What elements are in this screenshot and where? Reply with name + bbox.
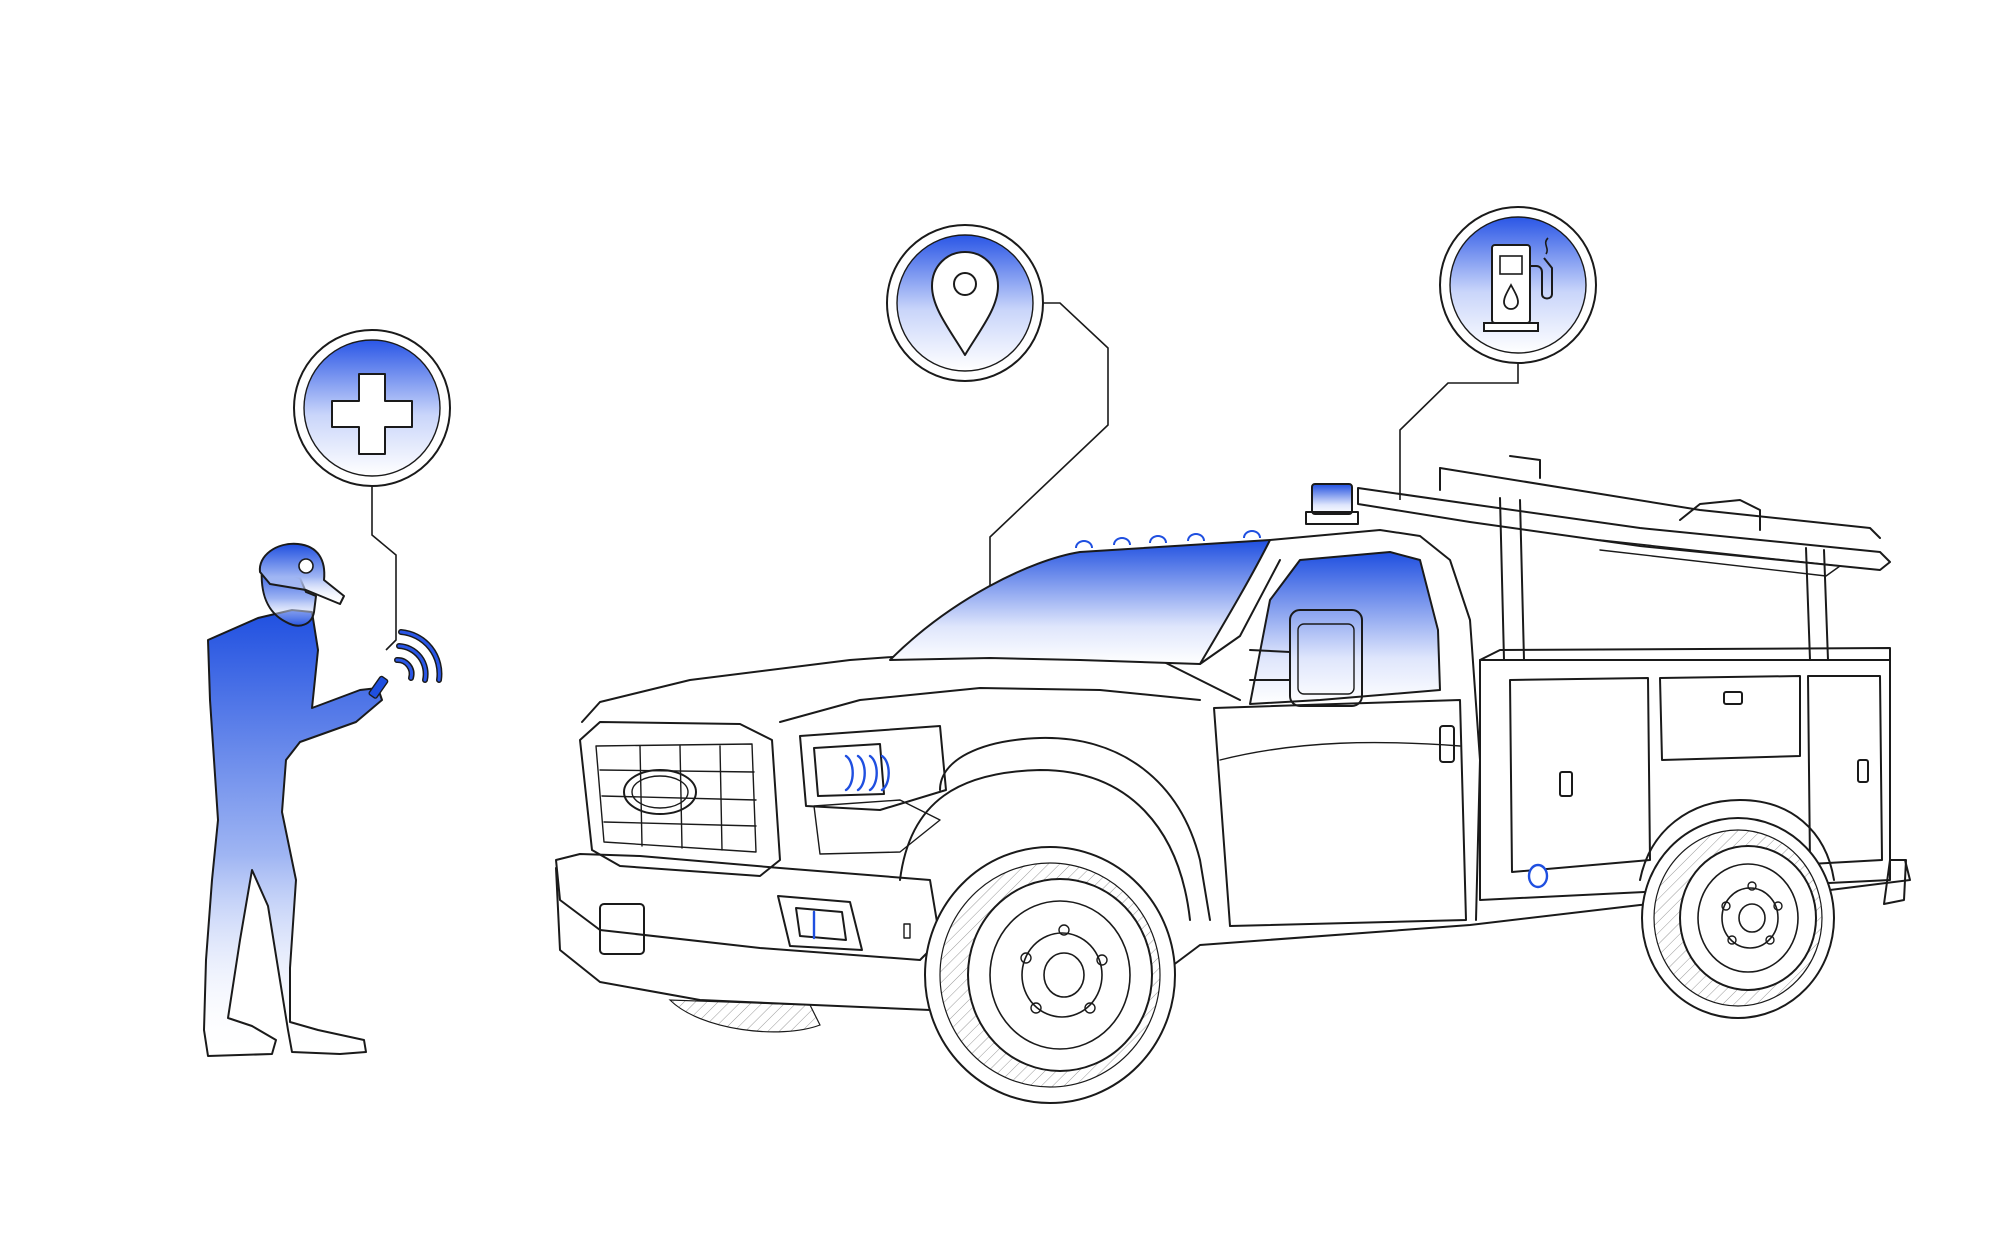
compartment-latch-1 xyxy=(1559,771,1573,797)
ladder-rack xyxy=(1357,455,1891,661)
brand-emblem xyxy=(623,769,697,815)
utility-truck xyxy=(555,455,1911,1104)
grille-bars-vertical xyxy=(639,745,723,851)
roof-beacon-base xyxy=(1305,511,1359,525)
compartment-door-2 xyxy=(1659,675,1801,761)
headlight-housing xyxy=(799,725,947,811)
connector-lines xyxy=(371,302,1519,651)
cap-logo xyxy=(298,558,314,574)
plus-icon xyxy=(331,373,413,455)
rear-wheel xyxy=(1641,817,1835,1019)
rear-wheel-arch xyxy=(1639,799,1835,881)
brand-emblem-inner xyxy=(631,775,689,809)
grille-bars-horizontal xyxy=(599,769,757,827)
connector-medical xyxy=(371,487,397,651)
mirror-arms xyxy=(1249,649,1291,681)
service-body-top xyxy=(1479,647,1891,661)
cab-door xyxy=(1213,699,1467,927)
rear-mud-flap xyxy=(1883,859,1907,905)
technician-cap xyxy=(258,542,345,605)
connector-location xyxy=(989,302,1109,590)
wireless-signal-icon xyxy=(394,629,443,683)
grille-frame xyxy=(579,721,781,877)
bumper-marker xyxy=(903,923,911,939)
phone-icon xyxy=(368,675,389,699)
roof-beacon xyxy=(1311,483,1353,515)
connector-fuel xyxy=(1399,362,1519,500)
hood-crease xyxy=(779,687,1201,723)
roof-marker-lights xyxy=(1075,530,1261,549)
front-bumper xyxy=(555,853,941,961)
fuel-cap xyxy=(1527,863,1549,889)
compartment-latch-2 xyxy=(1723,691,1743,705)
front-wheel-shadow xyxy=(668,999,821,1033)
license-plate-area xyxy=(599,903,645,955)
compartment-latch-3 xyxy=(1857,759,1869,783)
a-pillar xyxy=(1199,559,1281,665)
front-wheel-well xyxy=(899,769,1191,921)
door-handle xyxy=(1439,725,1455,763)
front-wheel xyxy=(924,846,1176,1104)
side-mirror-glass xyxy=(1297,623,1355,695)
fog-light xyxy=(795,907,847,941)
badge-location[interactable] xyxy=(886,224,1044,382)
lower-intake xyxy=(813,799,941,855)
headlight-led-accents xyxy=(844,754,890,792)
technician-body xyxy=(203,609,383,1057)
side-mirror xyxy=(1289,609,1363,707)
fuel-pump-icon xyxy=(1483,237,1553,332)
map-pin-icon xyxy=(931,251,999,356)
truck-lower-line xyxy=(555,859,1911,1011)
badge-medical[interactable] xyxy=(293,329,451,487)
compartment-door-1 xyxy=(1509,677,1651,873)
compartment-door-3 xyxy=(1807,675,1883,865)
grille-inner xyxy=(595,743,757,853)
door-crease xyxy=(1219,741,1461,761)
map-pin-dot xyxy=(953,272,977,296)
windshield xyxy=(889,539,1271,665)
badge-fuel[interactable] xyxy=(1439,206,1597,364)
fog-light-housing xyxy=(777,895,863,951)
technician-figure xyxy=(203,542,443,1057)
front-fender-arch xyxy=(939,736,1211,921)
headlight-lens xyxy=(813,743,885,797)
side-window xyxy=(1249,551,1441,705)
service-body xyxy=(1479,659,1891,901)
